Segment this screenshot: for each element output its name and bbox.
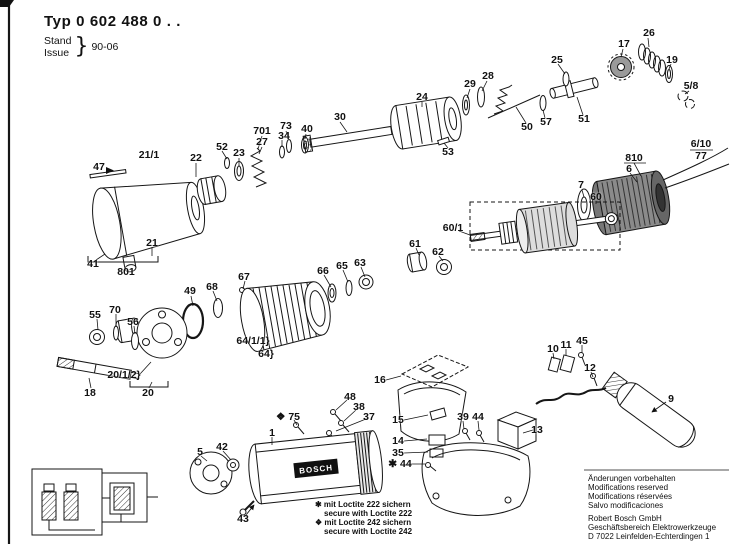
spindle-51 [549,77,599,99]
gear-17 [607,53,635,81]
bearing-62 [436,259,452,275]
stand-label: Stand [44,35,72,47]
handle-9 [601,371,696,448]
company-address: D 7022 Leinfelden-Echterdingen 1 [588,531,710,541]
stator-810-6 [591,170,671,236]
washer-25 [562,71,570,87]
issue-brace: } [74,34,89,60]
bearing-55 [89,329,105,345]
washer-70 [113,325,119,341]
fan-washer-7 [577,188,591,222]
lower-shell [421,442,531,516]
notice-en: Modifications reserved [588,482,669,492]
spring-50 [487,84,541,119]
pin-47 [89,167,127,179]
legend-line-loctite242-en: secure with Loctite 242 [324,526,413,536]
screws-48-38-37-75 [293,409,350,443]
bracket-801 [87,256,159,263]
bracket-20 [129,381,169,388]
legend-line-loctite222-en: secure with Loctite 222 [324,508,413,518]
brush-plate-16 [400,354,470,388]
ring-68 [213,298,223,318]
legend-line-loctite242-de: ❖ mit Loctite 242 sichern [315,517,412,527]
type-line: Typ 0 602 488 0 . . [44,13,181,30]
legend-line-loctite222-de: ✱ mit Loctite 222 sichern [315,500,411,509]
motor-housing-1: BOSCH [248,430,383,505]
washers-63-65-66 [327,274,374,303]
upper-shell [397,381,467,442]
washer-19 [665,65,673,83]
end-cup-64 [239,281,331,353]
armature-60 [469,201,619,254]
switch-13 [496,411,538,450]
wiring-inset [31,468,158,536]
retaining-clips-5-8 [677,90,695,109]
rings-52-23 [224,157,244,181]
cord-parts [535,352,607,405]
flange-20 [115,307,188,359]
type-label: Typ [44,13,72,30]
rings-29-28 [462,86,485,116]
page-edge [0,0,14,544]
notice-es: Salvo modificaciones [588,500,664,510]
leader-arrow-9 [651,401,667,413]
pinion-shaft-30 [302,125,393,153]
footer-notices: Änderungen vorbehalten Modifications res… [588,474,717,542]
notice-fr: Modifications réservées [588,491,673,501]
company-name: Robert Bosch GmbH [588,513,662,523]
washer-57 [539,95,547,111]
leader-lines [88,37,713,465]
company-division: Geschäftsbereich Elektrowerkzeuge [588,522,717,532]
spring-26 [638,43,666,77]
notice-de: Änderungen vorbehalten [588,474,676,483]
spindle-18 [56,356,140,380]
stator-leads [662,147,730,189]
gear-22 [196,175,227,205]
washer-56 [131,332,139,350]
leader-arrow-43 [245,504,255,516]
bearing-42 [226,458,240,472]
sleeve-24 [390,96,462,150]
spring-27 [249,147,268,188]
loctite-legend: ✱ mit Loctite 222 sichern secure with Lo… [315,500,413,537]
issue-value: 90-06 [91,41,119,54]
housing-logo-text: BOSCH [299,463,334,475]
sleeve-61 [406,251,428,273]
issue-block: Stand Issue } 90-06 [44,35,181,59]
gear-housing-21-1 [92,181,206,273]
bearing-plate-5 [189,451,233,495]
issue-label: Issue [44,47,70,60]
type-number: 0 602 488 0 . . [76,13,182,30]
doc-header: Typ 0 602 488 0 . . Stand Issue } 90-06 [44,13,181,59]
brush-hardware [425,407,485,472]
